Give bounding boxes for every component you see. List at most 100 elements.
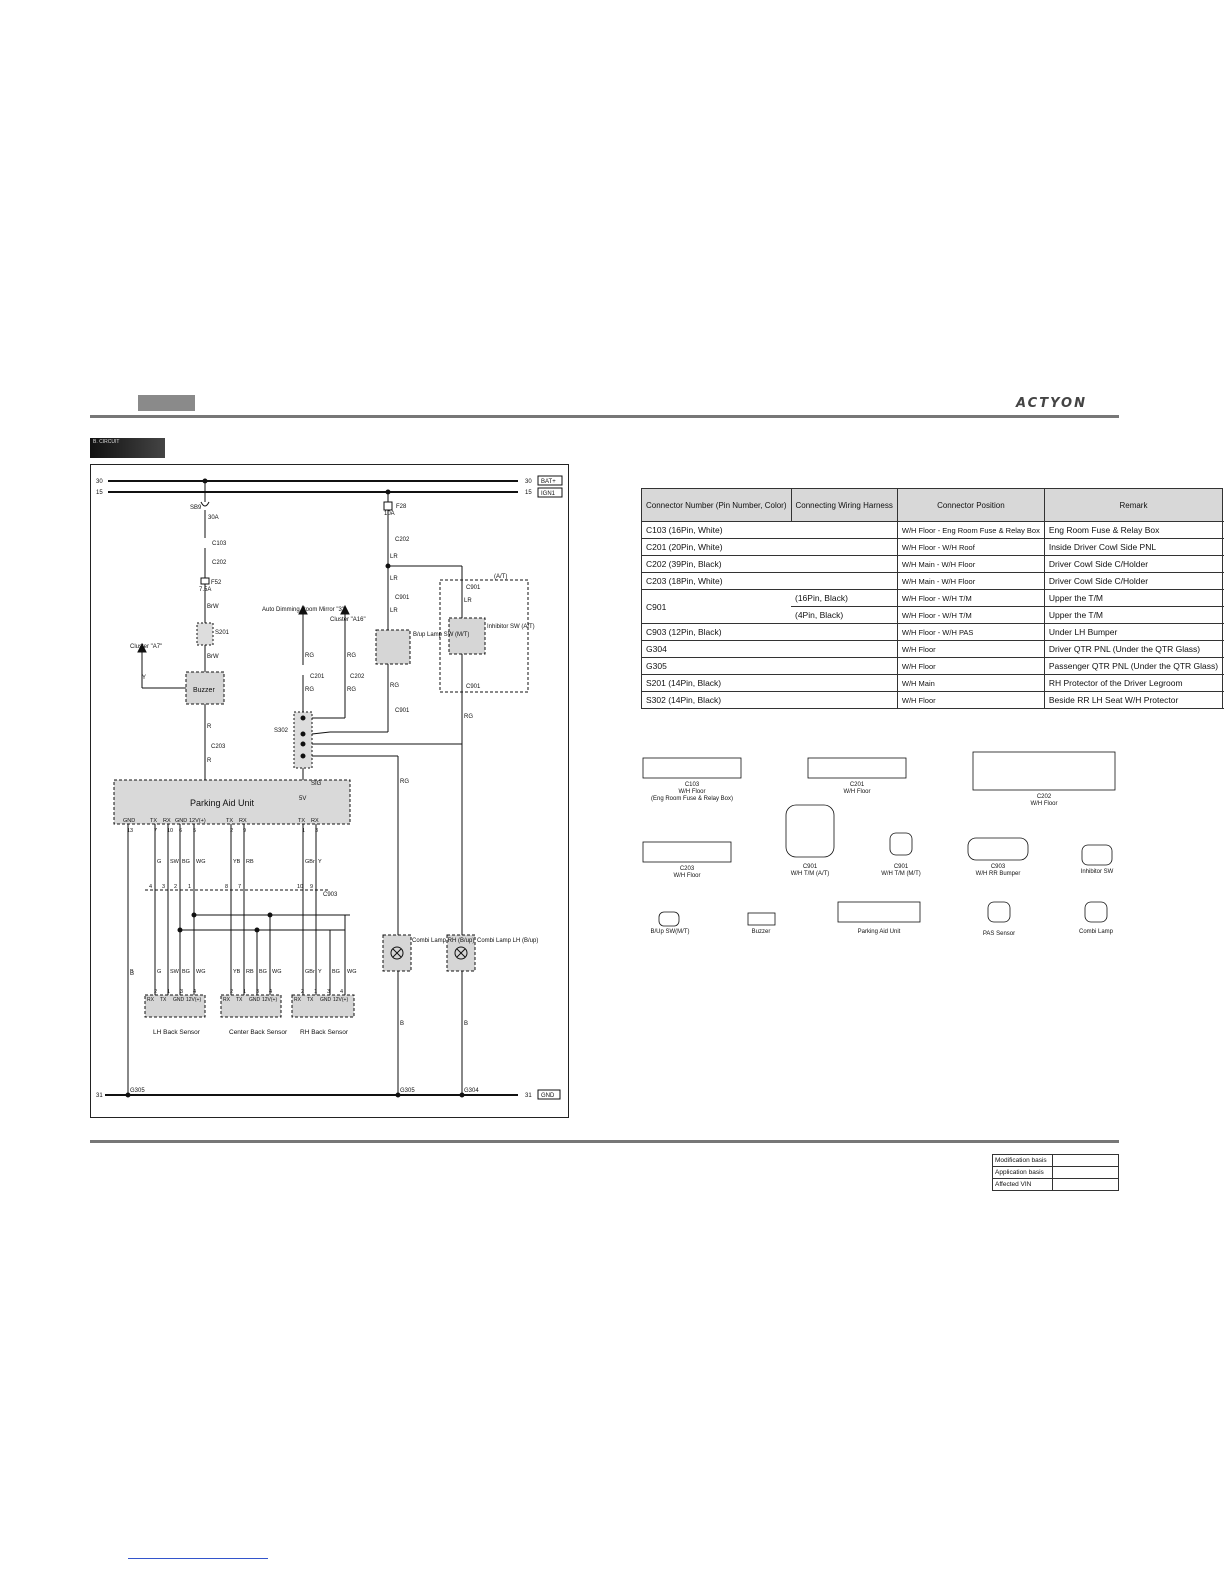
header-rule [90, 415, 1119, 418]
rail-15-left: 15 [96, 490, 103, 496]
sensor-pin-label: 12V(+) [262, 997, 277, 1003]
wire-lr-2: LR [390, 576, 398, 582]
wire-b-3: B [464, 1021, 468, 1027]
table-cell: W/H Floor [896, 657, 1045, 675]
connector-view-label: PAS Sensor [983, 931, 1015, 937]
sensor-pin-label: GND [249, 997, 261, 1003]
table-cell: W/H Floor - W/H T/M [896, 589, 1045, 607]
wire-brw-1: BrW [207, 604, 219, 610]
pau-pin-label: TX [298, 818, 305, 824]
pau-wire-color: BG [182, 859, 190, 865]
sensor-pin-label: TX [160, 997, 167, 1003]
connector-view-label: W/H T/M (M/T) [881, 871, 921, 877]
rail-31-right: 31 [525, 1093, 532, 1099]
pau-pin-label: GND [175, 818, 187, 824]
sensor-wire-color: YB [233, 969, 241, 975]
rail-15-right: 15 [525, 490, 532, 496]
rail-ign: IGN1 [541, 491, 556, 497]
sensor-name: Center Back Sensor [229, 1029, 288, 1036]
sensor-pin-number: 2 [154, 989, 157, 995]
sensor-pin-number: 1 [167, 989, 170, 995]
table-cell [1222, 691, 1224, 709]
pau-pin-number: 5 [193, 828, 196, 834]
connector-view-label: C202 [1037, 794, 1052, 800]
sensor-name: RH Back Sensor [300, 1029, 349, 1036]
wire-y: Y [142, 675, 146, 681]
connector-table: Connector Number (Pin Number, Color) Con… [641, 488, 1224, 709]
wire-rg-1: RG [305, 653, 314, 659]
sensor-pin-number: 2 [230, 989, 233, 995]
pau-wire-color: YB [233, 859, 241, 865]
sensor-wire-color: B [130, 969, 134, 975]
sensor-wire-color: BG [259, 969, 267, 975]
table-cell: G304 [641, 640, 898, 658]
ground-g305-a: G305 [130, 1088, 145, 1094]
sensor-pin-label: RX [294, 997, 302, 1003]
pau-wire-color: WG [196, 859, 205, 865]
conn-c202-a: C202 [212, 560, 227, 566]
pau-pin-label: RX [311, 818, 319, 824]
wire-rg-7: RG [400, 779, 409, 785]
pau-pin-number: 1 [302, 828, 305, 834]
wiring-diagram: 30 30 BAT+ 15 15 IGN1 31 31 GND SB9 30A … [96, 475, 563, 1100]
connector-view-label: W/H Floor [679, 789, 706, 795]
sensor-wire-color: RB [246, 969, 254, 975]
label-cluster-a16: Cluster "A16" [330, 617, 366, 623]
table-header: Connector Position [896, 488, 1045, 522]
label-auto-mirror: Auto Dimming Room Mirror "3" [262, 607, 344, 613]
footer-link-line[interactable] [128, 1558, 268, 1559]
wire-rg-3: RG [305, 687, 314, 693]
label-5v: 5V [299, 796, 306, 802]
label-buzzer: Buzzer [193, 687, 215, 694]
sensor-pin-number: 2 [301, 989, 304, 995]
table-cell: Under LH Bumper [1043, 623, 1224, 641]
pau-wire-color: G [157, 859, 161, 865]
wiring-diagram-frame [90, 464, 569, 1118]
ground-g304: G304 [464, 1088, 479, 1094]
brand-logo: ACTYON [1016, 396, 1087, 411]
wire-lr-4: LR [464, 598, 472, 604]
label-at: (A/T) [494, 574, 507, 580]
mod-label: Affected VIN [992, 1178, 1053, 1191]
pau-pin-number: 7 [154, 828, 157, 834]
sensor-pin-label: 12V(+) [333, 997, 348, 1003]
connector-view-label: C201 [850, 782, 865, 788]
table-cell: W/H Floor [896, 640, 1045, 658]
table-cell: Upper the T/M [1043, 589, 1224, 607]
table-cell: Driver Cowl Side C/Holder [1043, 572, 1224, 590]
conn-c203: C203 [211, 744, 226, 750]
fuse-sb9: SB9 [190, 505, 202, 511]
sensor-pin-number: 3 [256, 989, 259, 995]
header-tab [138, 395, 195, 411]
mod-value [1052, 1178, 1119, 1191]
label-combi-lh: Combi Lamp LH (B/up) [477, 938, 538, 944]
table-cell: W/H Floor - W/H Roof [896, 538, 1045, 556]
mod-value [1052, 1166, 1119, 1179]
sensor-pin-number: 1 [243, 989, 246, 995]
c903-pin: 3 [162, 884, 165, 890]
pau-pin-number: 2 [230, 828, 233, 834]
connector-view-label: W/H T/M (A/T) [791, 871, 830, 877]
pau-pin-label: 12V(+) [189, 818, 206, 824]
conn-c201: C201 [310, 674, 325, 680]
conn-c202-b: C202 [395, 537, 410, 543]
section-tag: B. CIRCUIT [90, 438, 165, 458]
sensor-pin-label: GND [173, 997, 185, 1003]
pau-wire-color: Y [318, 859, 322, 865]
diagram-labels: 30 30 BAT+ 15 15 IGN1 31 31 GND SB9 30A … [96, 475, 563, 1100]
label-backup-sw: B/up Lamp SW (M/T) [413, 632, 469, 638]
connector-view-label: W/H Floor [844, 789, 871, 795]
table-cell: S201 (14Pin, Black) [641, 674, 898, 692]
conn-c903: C903 [323, 892, 338, 898]
sensor-pin-number: 4 [340, 989, 343, 995]
connector-view-label: Inhibitor SW [1081, 869, 1114, 875]
table-cell: C203 (18Pin, White) [641, 572, 898, 590]
connector-view-label: Buzzer [752, 929, 771, 935]
table-header: Connecting Wiring Harness [790, 488, 898, 522]
sensor-wire-color: WG [196, 969, 205, 975]
